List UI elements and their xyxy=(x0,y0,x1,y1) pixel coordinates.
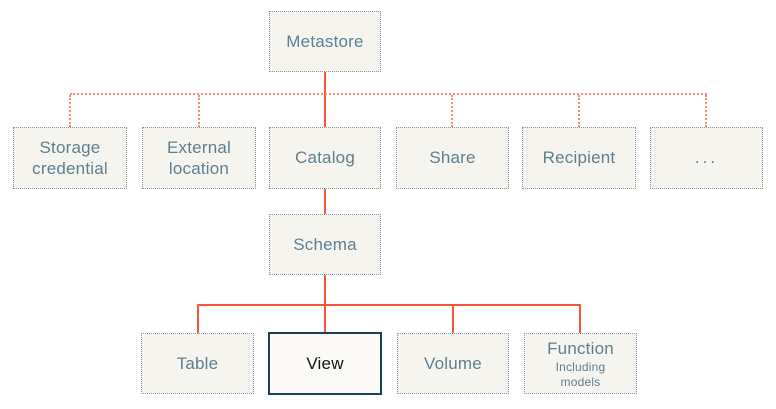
node-storage-credential: Storage credential xyxy=(13,127,127,189)
node-table: Table xyxy=(141,333,254,394)
node-schema-label: Schema xyxy=(293,234,357,254)
connector-function xyxy=(579,306,581,333)
node-catalog: Catalog xyxy=(269,127,381,189)
node-schema: Schema xyxy=(269,214,381,275)
connector-catalog-schema xyxy=(324,189,326,214)
connector-ellipsis xyxy=(705,95,707,127)
node-view-label: View xyxy=(306,353,344,373)
connector-volume xyxy=(452,306,454,333)
connector-metastore-down xyxy=(324,72,326,127)
connector-schema-down xyxy=(324,275,326,332)
node-volume: Volume xyxy=(397,333,509,394)
node-function-label: Function xyxy=(547,338,614,358)
node-recipient-label: Recipient xyxy=(542,148,616,168)
connector-share xyxy=(451,95,453,127)
connector-recipient xyxy=(578,95,580,127)
node-function: Function Including models xyxy=(524,333,637,394)
connector-table xyxy=(197,306,199,333)
node-volume-label: Volume xyxy=(424,353,482,373)
node-external-location-label: External location xyxy=(167,137,231,178)
connector-storage-credential xyxy=(69,95,71,127)
node-ellipsis-label: ... xyxy=(694,148,719,168)
node-metastore-label: Metastore xyxy=(286,31,364,51)
node-catalog-label: Catalog xyxy=(295,148,355,168)
node-recipient: Recipient xyxy=(522,127,636,189)
node-share-label: Share xyxy=(429,148,476,168)
connector-top-rail xyxy=(70,93,707,95)
connector-external-location xyxy=(198,95,200,127)
node-external-location: External location xyxy=(142,127,256,189)
node-metastore: Metastore xyxy=(269,11,381,72)
node-table-label: Table xyxy=(176,353,219,373)
node-share: Share xyxy=(396,127,509,189)
connector-bottom-rail xyxy=(197,304,581,306)
node-storage-credential-label: Storage credential xyxy=(32,137,108,178)
node-function-sublabel: Including models xyxy=(555,360,606,389)
node-view: View xyxy=(268,332,382,395)
node-ellipsis: ... xyxy=(650,127,763,189)
